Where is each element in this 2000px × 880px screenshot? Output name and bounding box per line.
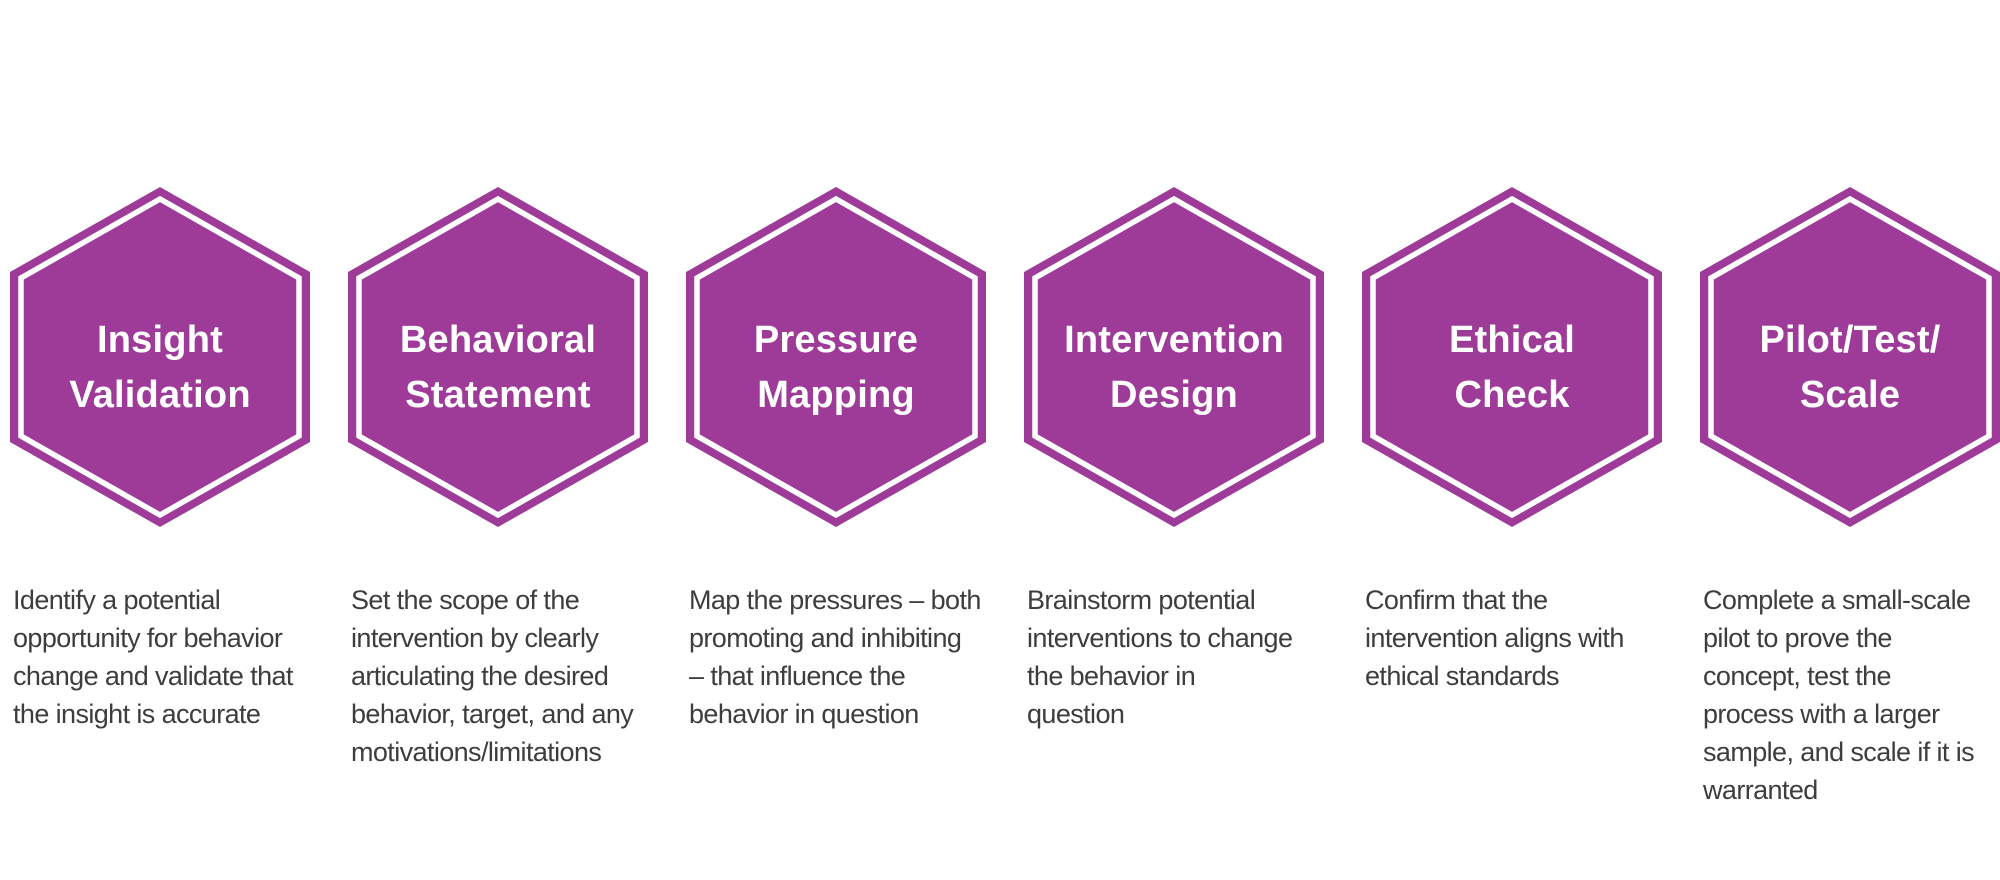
stage-description: Complete a small-scale pilot to prove th… — [1703, 585, 1975, 805]
stage-pressure-mapping: Pressure Mapping Map the pressures – bot… — [686, 187, 986, 880]
stage-ethical-check: Ethical Check Confirm that the intervent… — [1362, 187, 1662, 880]
stage-title: Ethical Check — [1449, 319, 1575, 416]
hexagon-icon — [10, 187, 310, 527]
hexagon-badge: Pressure Mapping — [686, 187, 986, 527]
stage-pilot-test-scale: Pilot/Test/ Scale Complete a small-scale… — [1700, 187, 2000, 880]
hexagon-badge: Ethical Check — [1362, 187, 1662, 527]
hexagon-icon — [1700, 187, 2000, 527]
hexagon-badge: Insight Validation — [10, 187, 310, 527]
stage-description: Brainstorm potential interventions to ch… — [1027, 585, 1293, 729]
hexagon-icon — [348, 187, 648, 527]
stage-title: Intervention Design — [1064, 319, 1284, 416]
stage-description: Identify a potential opportunity for beh… — [13, 585, 293, 729]
stage-description: Map the pressures – both promoting and i… — [689, 585, 981, 729]
hexagon-badge: Behavioral Statement — [348, 187, 648, 527]
hexagon-badge: Intervention Design — [1024, 187, 1324, 527]
stage-behavioral-statement: Behavioral Statement Set the scope of th… — [348, 187, 648, 880]
stage-description: Set the scope of the intervention by cle… — [351, 585, 634, 767]
stage-title: Pilot/Test/ Scale — [1759, 319, 1941, 416]
hexagon-icon — [686, 187, 986, 527]
stage-description: Confirm that the intervention aligns wit… — [1365, 585, 1624, 691]
stage-insight-validation: Insight Validation Identify a potential … — [10, 187, 310, 880]
hexagon-icon — [1362, 187, 1662, 527]
hexagon-badge: Pilot/Test/ Scale — [1700, 187, 2000, 527]
hexagon-icon — [1024, 187, 1324, 527]
stage-title: Pressure Mapping — [753, 319, 919, 416]
stage-title: Behavioral Statement — [399, 319, 597, 416]
stage-title: Insight Validation — [69, 319, 251, 416]
stage-intervention-design: Intervention Design Brainstorm potential… — [1024, 187, 1324, 880]
